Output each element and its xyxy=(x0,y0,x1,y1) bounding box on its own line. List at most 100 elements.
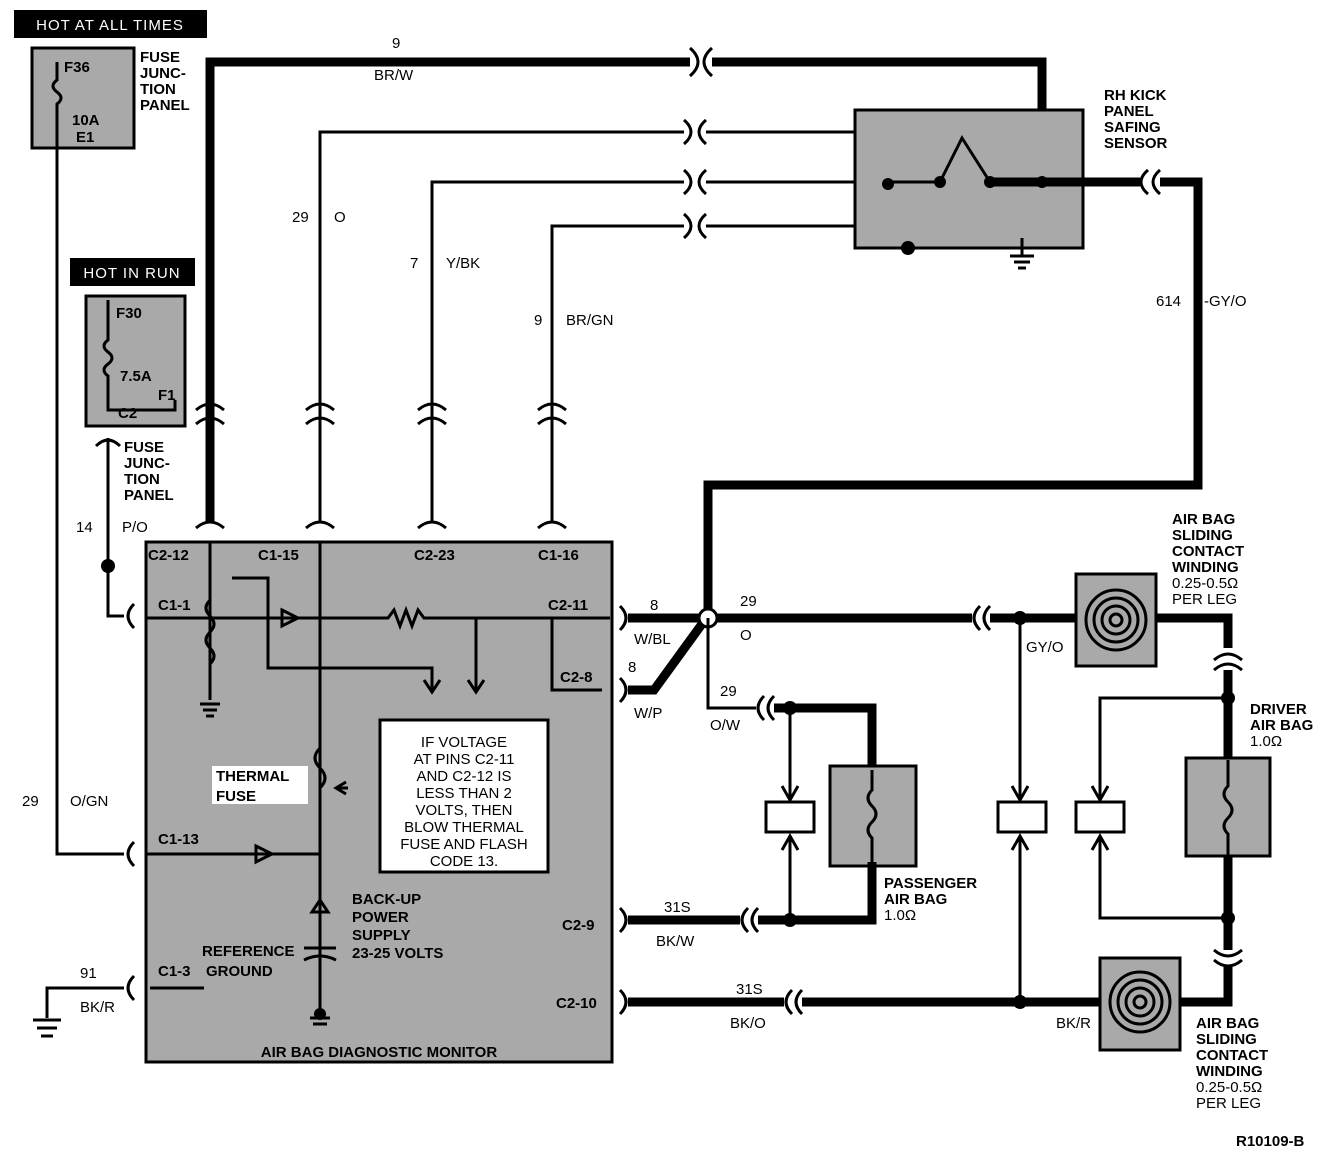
diagram-label: AIR BAG xyxy=(884,891,947,908)
diagram-label: CONTACT xyxy=(1196,1047,1268,1064)
diagram-label: 7.5A xyxy=(120,368,152,385)
note-line-6: BLOW THERMAL xyxy=(404,819,524,836)
pin-c1-3: C1-3 xyxy=(158,963,191,980)
wire-bk-o: 31S BK/O BK/R xyxy=(618,981,1100,1032)
diagram-label: W/P xyxy=(634,705,662,722)
diagram-label: CONTACT xyxy=(1172,543,1244,560)
diagram-label: WINDING xyxy=(1196,1063,1263,1080)
clockspring-bottom: AIR BAG SLIDING CONTACT WINDING 0.25-0.5… xyxy=(1098,956,1268,1112)
diagram-label: HOT IN RUN xyxy=(83,265,180,282)
note-line-7: FUSE AND FLASH xyxy=(400,836,528,853)
pin-c2-8: C2-8 xyxy=(560,669,593,686)
diagram-label: SUPPLY xyxy=(352,927,411,944)
wire-gy-o-614: 614 -GY/O xyxy=(703,168,1247,618)
safing-sensor-label: RH KICK PANEL SAFING SENSOR xyxy=(1104,87,1168,152)
diagram-label: P/O xyxy=(122,519,148,536)
diagram-label: F1 xyxy=(158,387,176,404)
diagram-label: 29 xyxy=(22,793,39,810)
diagram-label: O xyxy=(334,209,346,226)
diagram-label: TION xyxy=(140,81,176,98)
note-line-2: AT PINS C2-11 xyxy=(414,751,515,768)
hot-at-all-times-tag: HOT AT ALL TIMES xyxy=(14,10,207,38)
note-line-5: VOLTS, THEN xyxy=(416,802,513,819)
wire-w-bl-w-p: 8 W/BL 8 W/P xyxy=(618,597,719,722)
ground-label: GROUND xyxy=(206,963,273,980)
diagram-label: SLIDING xyxy=(1196,1031,1257,1048)
wire-y-bk: 7 Y/BK xyxy=(410,168,885,522)
diagram-label: -GY/O xyxy=(1204,293,1247,310)
diagram-label: 31S xyxy=(664,899,691,916)
diagram-label: Y/BK xyxy=(446,255,480,272)
wire-br-w: 9 BR/W xyxy=(205,35,1047,522)
diagram-label: 31S xyxy=(736,981,763,998)
wire-bk-w: 31S BK/W xyxy=(618,862,877,950)
note-line-3: AND C2-12 IS xyxy=(416,768,511,785)
diagram-label: FUSE xyxy=(140,49,180,66)
diagram-label: E1 xyxy=(76,129,94,146)
diagram-label: BK/O xyxy=(730,1015,766,1032)
wire-o-gn: 29 O/GN xyxy=(22,148,136,868)
diagram-label: 23-25 VOLTS xyxy=(352,945,443,962)
pin-c2-11: C2-11 xyxy=(548,597,588,614)
diagram-label: BR/GN xyxy=(566,312,614,329)
diagram-label: 8 xyxy=(628,659,636,676)
diagram-label: 10A xyxy=(72,112,100,129)
passenger-air-bag: PASSENGER AIR BAG 1.0Ω xyxy=(828,764,977,924)
diagram-label: 7 xyxy=(410,255,418,272)
diagram-label: WINDING xyxy=(1172,559,1239,576)
wire-br-gn: 9 BR/GN xyxy=(534,212,910,522)
diagram-label: 0.25-0.5Ω xyxy=(1172,575,1238,592)
figure-id: R10109-B xyxy=(1236,1133,1305,1150)
diagram-label: BK/W xyxy=(656,933,695,950)
diagram-label: PASSENGER xyxy=(884,875,977,892)
diagram-label: 9 xyxy=(534,312,542,329)
diagram-label: AIR BAG xyxy=(1250,717,1313,734)
diagram-label: PER LEG xyxy=(1172,591,1237,608)
pin-c2-12: C2-12 xyxy=(148,547,189,564)
diagram-label: 29 xyxy=(740,593,757,610)
diagram-label: C2 xyxy=(118,405,137,422)
diagram-label: SLIDING xyxy=(1172,527,1233,544)
wire-o-main: 29 O GY/O xyxy=(716,593,1076,656)
hot-in-run-tag: HOT IN RUN xyxy=(70,258,195,286)
diagram-label: RH KICK xyxy=(1104,87,1167,104)
diagram-label: 614 xyxy=(1156,293,1181,310)
wire-p-o: 14 P/O xyxy=(76,438,148,630)
diagram-label: 29 xyxy=(720,683,737,700)
diagram-label: 0.25-0.5Ω xyxy=(1196,1079,1262,1096)
pin-c1-16: C1-16 xyxy=(538,547,579,564)
diagram-label: BK/R xyxy=(1056,1015,1091,1032)
sense-box-middle xyxy=(996,618,1048,1002)
rh-kick-panel-safing-sensor xyxy=(853,108,1140,270)
diagram-label: W/BL xyxy=(634,631,671,648)
diagram-label: PANEL xyxy=(140,97,190,114)
fuse-f30: F30 7.5A F1 C2 xyxy=(84,294,187,428)
diagram-label: F36 xyxy=(64,59,90,76)
diagram-label: GY/O xyxy=(1026,639,1064,656)
diagram-label: AIR BAG xyxy=(1172,511,1235,528)
diagram-label: AIR BAG xyxy=(1196,1015,1259,1032)
diagram-label: PANEL xyxy=(1104,103,1154,120)
passenger-sense-box xyxy=(764,708,816,918)
diagram-label: POWER xyxy=(352,909,409,926)
diagram-label: 1.0Ω xyxy=(884,907,916,924)
wire-bk-r-ground: 91 BK/R xyxy=(33,965,136,1038)
fuse-junction-panel-label-2: FUSE JUNC- TION PANEL xyxy=(124,439,174,504)
diagram-label: 29 xyxy=(292,209,309,226)
diagram-label: O xyxy=(740,627,752,644)
backup-power-label: BACK-UP xyxy=(352,891,421,908)
diagram-label: JUNC- xyxy=(124,455,170,472)
diagram-label: SAFING xyxy=(1104,119,1161,136)
fuse-junction-panel-label-1: FUSE JUNC- TION PANEL xyxy=(140,49,190,114)
diagram-label: HOT AT ALL TIMES xyxy=(36,17,184,34)
diagram-label: 91 xyxy=(80,965,97,982)
connector-pairs-top xyxy=(195,402,567,530)
diagram-label: 1.0Ω xyxy=(1250,733,1282,750)
diagram-label: O/W xyxy=(710,717,741,734)
note-line-4: LESS THAN 2 xyxy=(416,785,512,802)
diagram-label: PANEL xyxy=(124,487,174,504)
monitor-title: AIR BAG DIAGNOSTIC MONITOR xyxy=(261,1044,498,1061)
pin-c1-15: C1-15 xyxy=(258,547,299,564)
diagram-label: F30 xyxy=(116,305,142,322)
